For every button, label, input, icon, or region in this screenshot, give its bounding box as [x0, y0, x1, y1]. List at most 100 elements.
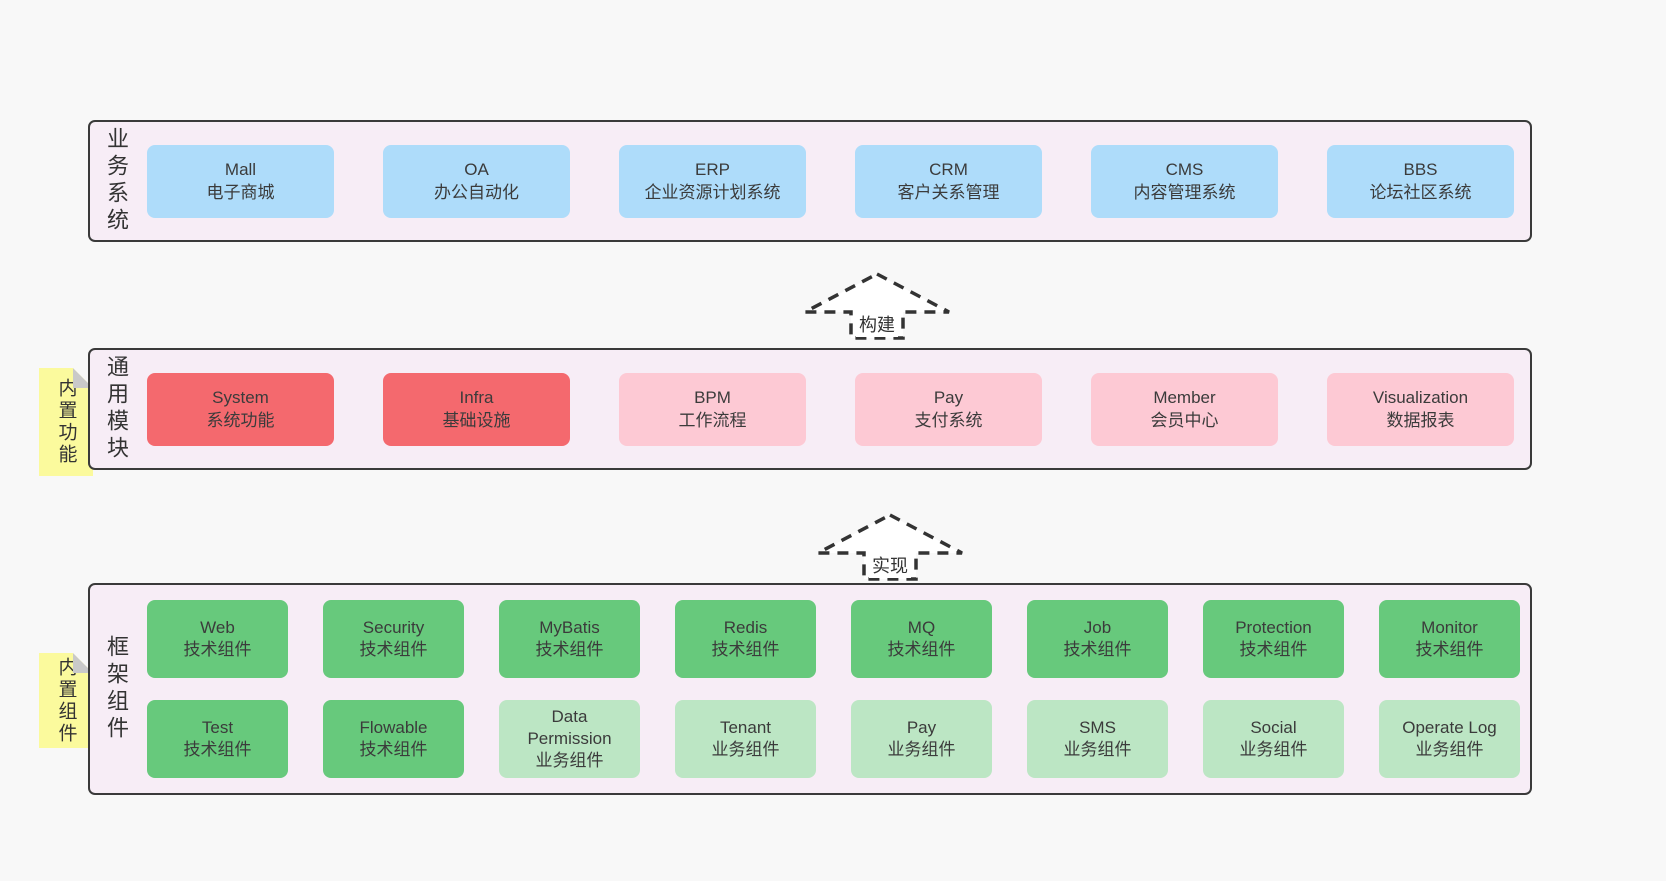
- box-title: SMS: [1079, 718, 1116, 737]
- box-title: Social: [1250, 718, 1297, 737]
- dashed-up-arrow-icon: [804, 272, 950, 340]
- box-subtitle: 会员中心: [1150, 411, 1219, 430]
- box-subtitle: 业务组件: [711, 740, 780, 759]
- panel-side-label: 通用模块: [90, 350, 142, 468]
- box-title: BBS: [1403, 160, 1438, 179]
- box-cms: CMS 内容管理系统: [1091, 144, 1278, 218]
- panel-side-label-text: 通用模块: [104, 355, 129, 463]
- box-operate-log: Operate Log 业务组件: [1379, 700, 1520, 778]
- box-subtitle: 技术组件: [711, 640, 780, 659]
- box-title: Flowable: [359, 718, 428, 737]
- box-title: Operate Log: [1402, 718, 1497, 737]
- box-bbs: BBS 论坛社区系统: [1327, 144, 1514, 218]
- box-monitor: Monitor 技术组件: [1379, 600, 1520, 678]
- box-pay: Pay 支付系统: [855, 372, 1042, 446]
- panel-side-label: 框架组件: [90, 585, 142, 793]
- box-subtitle: 技术组件: [1239, 640, 1308, 659]
- box-title: Mall: [224, 160, 257, 179]
- sticky-note-text: 内置组件: [55, 656, 77, 745]
- box-title: MyBatis: [539, 618, 600, 637]
- panel-side-label: 业务系统: [90, 122, 142, 240]
- box-job: Job 技术组件: [1027, 600, 1168, 678]
- box-visualization: Visualization 数据报表: [1327, 372, 1514, 446]
- box-member: Member 会员中心: [1091, 372, 1278, 446]
- box-bpm: BPM 工作流程: [619, 372, 806, 446]
- box-mall: Mall 电子商城: [147, 144, 334, 218]
- box-subtitle: 数据报表: [1386, 411, 1455, 430]
- box-pay: Pay 业务组件: [851, 700, 992, 778]
- box-title: Infra: [459, 388, 494, 407]
- box-subtitle: 客户关系管理: [897, 183, 1000, 202]
- box-subtitle: 业务组件: [1239, 740, 1308, 759]
- box-title: Monitor: [1421, 618, 1478, 637]
- box-subtitle: 技术组件: [183, 640, 252, 659]
- box-title: Pay: [933, 388, 964, 407]
- box-mq: MQ 技术组件: [851, 600, 992, 678]
- box-protection: Protection 技术组件: [1203, 600, 1344, 678]
- box-title: Job: [1083, 618, 1112, 637]
- box-subtitle: 论坛社区系统: [1369, 183, 1472, 202]
- box-subtitle: 企业资源计划系统: [644, 183, 781, 202]
- box-title: Data Permission: [527, 707, 612, 748]
- box-subtitle: 技术组件: [359, 640, 428, 659]
- box-subtitle: 支付系统: [914, 411, 983, 430]
- arrow-build-up: 构建: [802, 271, 952, 341]
- box-title: CMS: [1165, 160, 1204, 179]
- box-title: CRM: [929, 160, 968, 179]
- box-subtitle: 业务组件: [887, 740, 956, 759]
- box-title: MQ: [907, 618, 936, 637]
- panel-rows: Mall 电子商城 OA 办公自动化 ERP 企业资源计划系统 CRM 客户关系管理 CMS 内容…: [142, 122, 1534, 240]
- box-row: Mall 电子商城 OA 办公自动化 ERP 企业资源计划系统 CRM 客户关系管理 CMS 内容…: [147, 144, 1514, 218]
- box-subtitle: 内容管理系统: [1133, 183, 1236, 202]
- box-flowable: Flowable 技术组件: [323, 700, 464, 778]
- box-title: Visualization: [1372, 388, 1469, 407]
- box-subtitle: 业务组件: [1415, 740, 1484, 759]
- box-title: OA: [464, 160, 489, 179]
- box-title: Protection: [1235, 618, 1312, 637]
- box-title: System: [212, 388, 269, 407]
- box-subtitle: 业务组件: [535, 751, 604, 770]
- box-title: Pay: [906, 718, 937, 737]
- box-subtitle: 工作流程: [678, 411, 747, 430]
- box-redis: Redis 技术组件: [675, 600, 816, 678]
- box-title: Member: [1153, 388, 1216, 407]
- box-subtitle: 业务组件: [1063, 740, 1132, 759]
- box-sms: SMS 业务组件: [1027, 700, 1168, 778]
- box-subtitle: 电子商城: [206, 183, 275, 202]
- panel-business-systems: 业务系统 Mall 电子商城 OA 办公自动化 ERP 企业资源计划系统 CRM 客户关系管理…: [88, 120, 1532, 242]
- box-subtitle: 技术组件: [183, 740, 252, 759]
- box-title: BPM: [694, 388, 731, 407]
- box-subtitle: 技术组件: [887, 640, 956, 659]
- box-title: Tenant: [719, 718, 772, 737]
- box-title: Test: [201, 718, 234, 737]
- box-social: Social 业务组件: [1203, 700, 1344, 778]
- box-infra: Infra 基础设施: [383, 372, 570, 446]
- box-subtitle: 技术组件: [1063, 640, 1132, 659]
- arrow-implement-up: 实现: [815, 512, 965, 582]
- dashed-up-arrow-icon: [817, 513, 963, 581]
- box-erp: ERP 企业资源计划系统: [619, 144, 806, 218]
- box-data-permission: Data Permission 业务组件: [499, 700, 640, 778]
- sticky-note-built-in-components: 内置组件: [39, 653, 93, 748]
- box-subtitle: 办公自动化: [434, 183, 519, 202]
- box-tenant: Tenant 业务组件: [675, 700, 816, 778]
- sticky-note-built-in-features: 内置功能: [39, 368, 93, 476]
- box-subtitle: 技术组件: [359, 740, 428, 759]
- box-subtitle: 技术组件: [1415, 640, 1484, 659]
- panel-side-label-text: 框架组件: [104, 635, 129, 743]
- arrow-implement-label: 实现: [869, 552, 911, 578]
- box-test: Test 技术组件: [147, 700, 288, 778]
- box-subtitle: 基础设施: [442, 411, 511, 430]
- box-title: ERP: [695, 160, 730, 179]
- box-crm: CRM 客户关系管理: [855, 144, 1042, 218]
- box-oa: OA 办公自动化: [383, 144, 570, 218]
- box-title: Redis: [723, 618, 768, 637]
